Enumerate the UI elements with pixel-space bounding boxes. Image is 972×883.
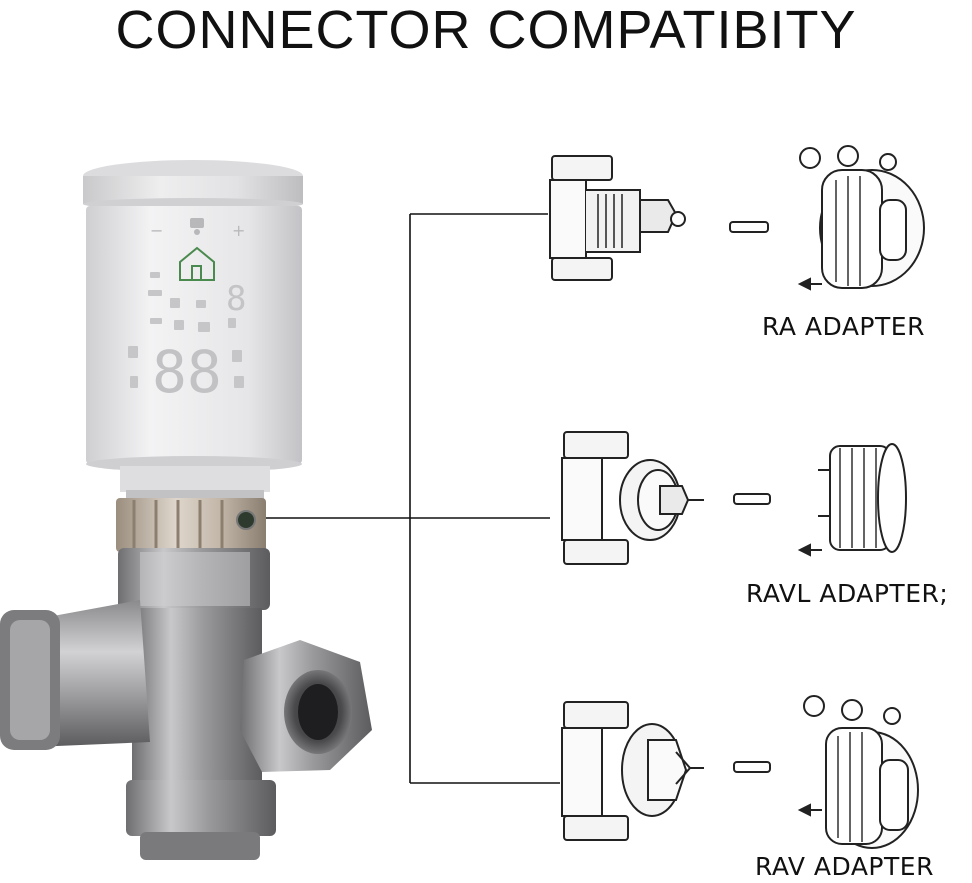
ra-valve-icon [549, 145, 925, 291]
ravl-valve-icon [561, 431, 907, 565]
home-icon [179, 246, 215, 281]
small-digit: 8 [226, 279, 246, 319]
thermostat-device: − + 8 88 [83, 160, 303, 552]
plus-symbol[interactable]: + [232, 221, 245, 240]
main-digits: 88 [152, 338, 222, 406]
ra-adapter-label: RA ADAPTER [762, 312, 925, 341]
rav-valve-icon [561, 695, 919, 849]
rav-adapter-label: RAV ADAPTER [755, 852, 934, 881]
minus-symbol[interactable]: − [150, 221, 163, 240]
page-title: CONNECTOR COMPATIBITY [115, 0, 857, 60]
ravl-adapter-label: RAVL ADAPTER; [746, 579, 949, 608]
connector-lines [255, 213, 560, 784]
valve-body [0, 548, 372, 860]
connector-dot [236, 510, 256, 530]
